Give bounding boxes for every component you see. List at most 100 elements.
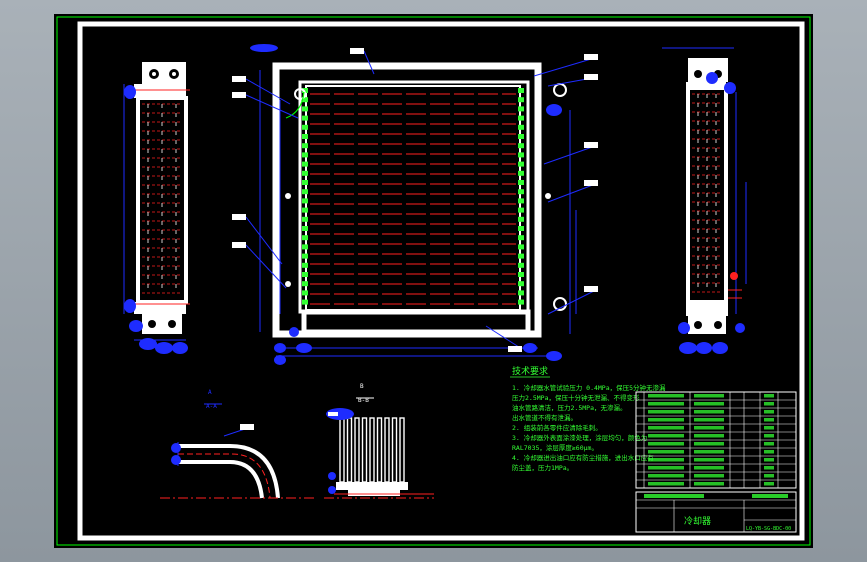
tube-end: [518, 152, 524, 158]
parts-cell-text: [648, 442, 684, 446]
notes-line: 油水管路清洁，压力2.5MPa，无渗漏。: [512, 403, 626, 412]
tube-end: [518, 88, 524, 93]
parts-cell-text: [694, 394, 724, 398]
tube-end: [302, 281, 308, 287]
notes-line: 防尘盖，压力1MPa。: [512, 463, 573, 472]
parts-list: [635, 391, 797, 489]
tube-end: [302, 226, 308, 231]
callout-box: [232, 242, 246, 248]
tube-end: [518, 115, 524, 121]
tube-end: [518, 216, 524, 222]
tube-end: [518, 272, 524, 277]
parts-cell-text: [764, 410, 774, 414]
section-b-caption: B-B: [358, 397, 369, 404]
notes-title: 技术要求: [512, 365, 548, 377]
fin: [376, 417, 383, 483]
parts-cell-text: [764, 466, 774, 470]
callout-box: [584, 54, 598, 60]
technical-notes: 技术要求 1. 冷却器水管试验压力 0.4MPa，保压5分钟无渗漏 压力2.5M…: [510, 365, 666, 472]
parts-cell-text: [764, 458, 774, 462]
tube-end: [518, 143, 524, 149]
parts-cell-text: [648, 450, 684, 454]
parts-cell-text: [648, 426, 684, 430]
tube-end: [302, 88, 308, 93]
fin: [391, 417, 398, 483]
tube-end: [302, 244, 308, 250]
tube-end: [302, 180, 308, 185]
parts-cell-text: [764, 450, 774, 454]
tube-end: [302, 299, 308, 305]
parts-cell-text: [648, 434, 684, 438]
notes-line: RAL7035，涂层厚度≥60μm。: [512, 443, 598, 452]
tube-end: [518, 97, 524, 103]
parts-cell-text: [648, 418, 684, 422]
right-side-view: [662, 47, 747, 354]
leader-line: [547, 288, 599, 315]
leader-line: [245, 244, 287, 289]
drawing-sheet: A A-A B B-B: [54, 14, 813, 548]
parts-cell-text: [648, 458, 684, 462]
tube-end: [518, 198, 524, 204]
parts-cell-text: [694, 418, 724, 422]
fin: [339, 417, 345, 483]
tube-end: [518, 253, 524, 259]
parts-cell-text: [648, 482, 684, 486]
parts-cell-text: [648, 410, 684, 414]
parts-cell-text: [764, 474, 774, 478]
notes-line: 3. 冷却器外表面涂漆处理，涂层均匀，颜色为: [512, 433, 647, 442]
tube-end: [302, 262, 308, 268]
tube-end: [518, 235, 524, 241]
section-a-caption: A-A: [206, 403, 217, 410]
tube-end: [302, 161, 308, 167]
detail-b-fins: B B-B: [324, 383, 434, 499]
front-view: [232, 44, 599, 365]
callout-box: [508, 346, 522, 352]
parts-cell-text: [764, 434, 774, 438]
callout-box: [232, 92, 246, 98]
tube-end: [518, 170, 524, 176]
parts-cell-text: [694, 474, 724, 478]
tube-end: [518, 207, 524, 213]
notes-line: 出水管道不得有泄漏。: [512, 413, 577, 422]
fin: [399, 417, 405, 483]
callout-box: [584, 74, 598, 80]
parts-cell-text: [648, 466, 684, 470]
leader-line: [245, 78, 291, 105]
parts-cell-text: [694, 442, 724, 446]
tube-end: [302, 124, 308, 130]
fin: [346, 417, 353, 483]
tube-end: [302, 97, 308, 103]
tube-end: [518, 106, 524, 112]
section-a-label: A: [208, 389, 212, 396]
tube-end: [302, 272, 308, 277]
tube-end: [302, 290, 308, 296]
callout-box: [584, 180, 598, 186]
leader-line: [543, 144, 599, 165]
tube-end: [518, 281, 524, 287]
fin: [354, 417, 360, 483]
parts-cell-text: [694, 482, 724, 486]
tube-end: [302, 253, 308, 259]
leader-line: [485, 325, 523, 350]
tube-end: [518, 180, 524, 185]
tube-end: [518, 244, 524, 250]
notes-line: 1. 冷却器水管试验压力 0.4MPa，保压5分钟无渗漏: [512, 383, 666, 392]
leader-line: [547, 182, 599, 203]
callout-box: [584, 286, 598, 292]
tube-end: [302, 143, 308, 149]
tube-end: [518, 189, 524, 195]
parts-cell-text: [764, 418, 774, 422]
tube-end: [518, 124, 524, 130]
tube-end: [302, 170, 308, 176]
parts-cell-text: [648, 474, 684, 478]
parts-cell-text: [694, 426, 724, 430]
parts-cell-text: [648, 402, 684, 406]
drawing-canvas: A A-A B B-B: [56, 16, 811, 546]
parts-cell-text: [694, 466, 724, 470]
callout-box: [584, 142, 598, 148]
title-block-drawing-no: LQ-YB-SG-BDC-00: [746, 526, 791, 532]
parts-cell-text: [764, 426, 774, 430]
callout-box: [232, 214, 246, 220]
fin: [361, 417, 368, 483]
